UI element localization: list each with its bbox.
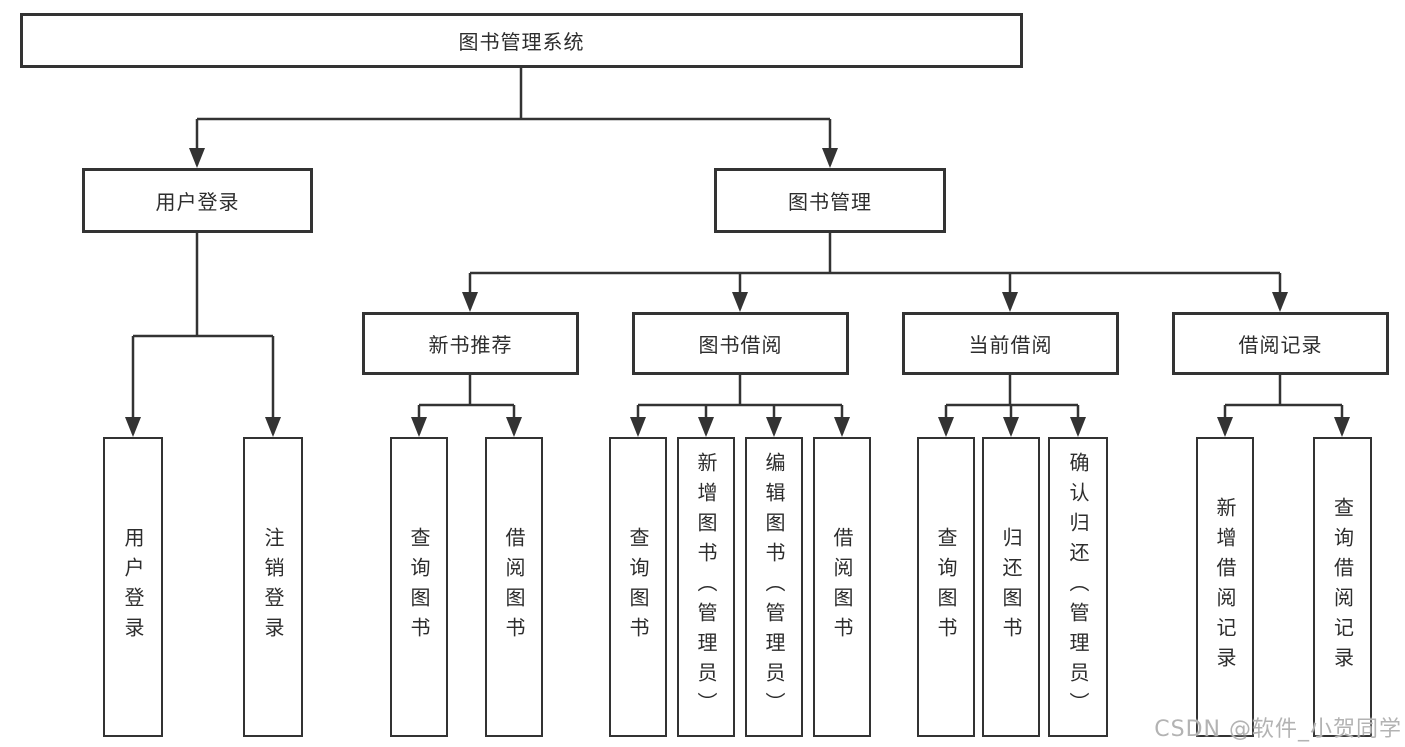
arrow-down-icon: [630, 417, 646, 437]
arrow-down-icon: [506, 417, 522, 437]
leaf-add-books-admin: 新增图书（管理员）: [677, 437, 735, 737]
node-borrow-records-label: 借阅记录: [1238, 333, 1323, 357]
arrow-down-icon: [189, 148, 205, 168]
arrow-down-icon: [1070, 417, 1086, 437]
arrow-down-icon: [1334, 417, 1350, 437]
arrow-down-icon: [125, 417, 141, 437]
connector-paths: [131, 68, 1344, 434]
arrow-down-icon: [411, 417, 427, 437]
leaf-query-books-borrow-label: 查询图书: [626, 527, 650, 647]
leaf-add-borrow-record: 新增借阅记录: [1196, 437, 1254, 737]
leaf-borrow-books-recommend-label: 借阅图书: [502, 527, 526, 647]
csdn-watermark: CSDN @软件_小贺同学: [1154, 717, 1402, 742]
leaf-confirm-return-admin-label: 确认归还（管理员）: [1066, 452, 1090, 722]
leaf-confirm-return-admin: 确认归还（管理员）: [1048, 437, 1108, 737]
arrow-down-icon: [834, 417, 850, 437]
leaf-logout-label: 注销登录: [261, 527, 285, 647]
arrow-down-icon: [766, 417, 782, 437]
leaf-query-borrow-record: 查询借阅记录: [1313, 437, 1372, 737]
leaf-user-login: 用户登录: [103, 437, 163, 737]
node-root-label: 图书管理系统: [458, 30, 585, 54]
leaf-borrow-books-label: 借阅图书: [830, 527, 854, 647]
leaf-edit-books-admin-label: 编辑图书（管理员）: [762, 452, 786, 722]
node-current-borrow: 当前借阅: [902, 312, 1119, 375]
leaf-query-borrow-record-label: 查询借阅记录: [1330, 497, 1355, 677]
node-current-borrow-label: 当前借阅: [968, 333, 1053, 357]
leaf-borrow-books-recommend: 借阅图书: [485, 437, 543, 737]
leaf-query-books-recommend: 查询图书: [390, 437, 448, 737]
leaf-add-books-admin-label: 新增图书（管理员）: [694, 452, 718, 722]
node-user-login: 用户登录: [82, 168, 313, 233]
leaf-logout: 注销登录: [243, 437, 303, 737]
leaf-query-books-current-label: 查询图书: [934, 527, 958, 647]
node-root: 图书管理系统: [20, 13, 1023, 68]
leaf-query-books-recommend-label: 查询图书: [407, 527, 431, 647]
node-book-management-label: 图书管理: [788, 190, 872, 214]
arrow-down-icon: [822, 148, 838, 168]
arrow-down-icon: [1217, 417, 1233, 437]
leaf-borrow-books: 借阅图书: [813, 437, 871, 737]
arrow-down-icon: [462, 292, 478, 312]
leaf-edit-books-admin: 编辑图书（管理员）: [745, 437, 803, 737]
arrow-down-icon: [938, 417, 954, 437]
node-book-borrow: 图书借阅: [632, 312, 849, 375]
node-borrow-records: 借阅记录: [1172, 312, 1389, 375]
arrow-down-icon: [1272, 292, 1288, 312]
arrow-down-icon: [265, 417, 281, 437]
arrow-down-icon: [1003, 417, 1019, 437]
node-new-book-recommend: 新书推荐: [362, 312, 579, 375]
leaf-return-books-label: 归还图书: [999, 527, 1023, 647]
leaf-return-books: 归还图书: [982, 437, 1040, 737]
node-book-borrow-label: 图书借阅: [698, 333, 783, 357]
leaf-add-borrow-record-label: 新增借阅记录: [1213, 497, 1237, 677]
leaf-query-books-borrow: 查询图书: [609, 437, 667, 737]
arrowhead-icons: [125, 148, 1350, 437]
node-new-book-recommend-label: 新书推荐: [428, 333, 513, 357]
leaf-user-login-label: 用户登录: [121, 527, 145, 647]
arrow-down-icon: [732, 292, 748, 312]
node-book-management: 图书管理: [714, 168, 946, 233]
arrow-down-icon: [1002, 292, 1018, 312]
leaf-query-books-current: 查询图书: [917, 437, 975, 737]
arrow-down-icon: [698, 417, 714, 437]
node-user-login-label: 用户登录: [155, 190, 240, 214]
